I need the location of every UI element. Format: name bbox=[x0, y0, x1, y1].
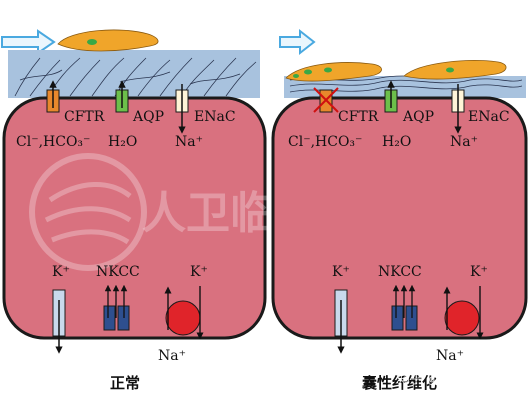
na-k-pump-icon bbox=[164, 286, 204, 340]
nkcc-label: NKCC bbox=[378, 264, 422, 280]
aqp-label: AQP bbox=[132, 109, 164, 125]
epithelial-cell bbox=[271, 96, 528, 340]
cftr-channel-icon bbox=[46, 80, 60, 113]
nkcc-cotransporter-icon bbox=[103, 284, 130, 331]
chloride-label: Cl⁻,HCO₃⁻ bbox=[16, 134, 90, 150]
cftr-label: CFTR bbox=[64, 109, 105, 125]
k-right-label: K⁺ bbox=[470, 264, 488, 280]
k-left-label: K⁺ bbox=[52, 264, 70, 280]
enac-channel-icon bbox=[175, 84, 189, 134]
caption-normal: 正常 bbox=[110, 374, 140, 392]
na-k-pump-icon bbox=[443, 286, 484, 340]
aqp-channel-icon bbox=[115, 80, 129, 113]
sodium-top-label: Na⁺ bbox=[450, 134, 478, 150]
sodium-bottom-label: Na⁺ bbox=[436, 348, 464, 364]
enac-label: ENaC bbox=[194, 109, 236, 125]
sodium-bottom-label: Na⁺ bbox=[158, 348, 186, 364]
aqp-channel-icon bbox=[384, 80, 398, 113]
aqp-label: AQP bbox=[402, 109, 434, 125]
enac-channel-icon bbox=[451, 84, 465, 134]
watermark-logo-icon bbox=[29, 153, 147, 271]
k-channel-icon bbox=[334, 289, 348, 354]
flow-arrow-icon bbox=[1, 29, 56, 55]
nkcc-cotransporter-icon bbox=[391, 284, 418, 331]
cftr-label: CFTR bbox=[338, 109, 379, 125]
water-label: H₂O bbox=[382, 134, 411, 150]
bacterium-icon bbox=[285, 62, 382, 82]
epithelial-cell bbox=[2, 96, 267, 340]
k-right-label: K⁺ bbox=[190, 264, 208, 280]
k-channel-icon bbox=[52, 289, 66, 354]
cftr-defective-icon bbox=[313, 87, 339, 113]
k-left-label: K⁺ bbox=[332, 264, 350, 280]
credit-watermark: 知乎 @时光派Hebe bbox=[398, 372, 505, 386]
enac-label: ENaC bbox=[468, 109, 510, 125]
water-label: H₂O bbox=[108, 134, 137, 150]
bacterium-icon bbox=[403, 60, 507, 80]
mucus-layer bbox=[8, 50, 260, 98]
chloride-label: Cl⁻,HCO₃⁻ bbox=[288, 134, 362, 150]
caption-cystic-fibrosis: 囊性纤维化 bbox=[361, 374, 437, 392]
bacterium-icon bbox=[57, 29, 159, 52]
nkcc-label: NKCC bbox=[96, 264, 140, 280]
panel-cystic-fibrosis: CFTR Cl⁻,HCO₃⁻ AQP H₂O ENaC Na⁺ K⁺ NKCC … bbox=[271, 28, 528, 392]
sodium-top-label: Na⁺ bbox=[175, 134, 203, 150]
flow-arrow-icon bbox=[279, 28, 316, 56]
